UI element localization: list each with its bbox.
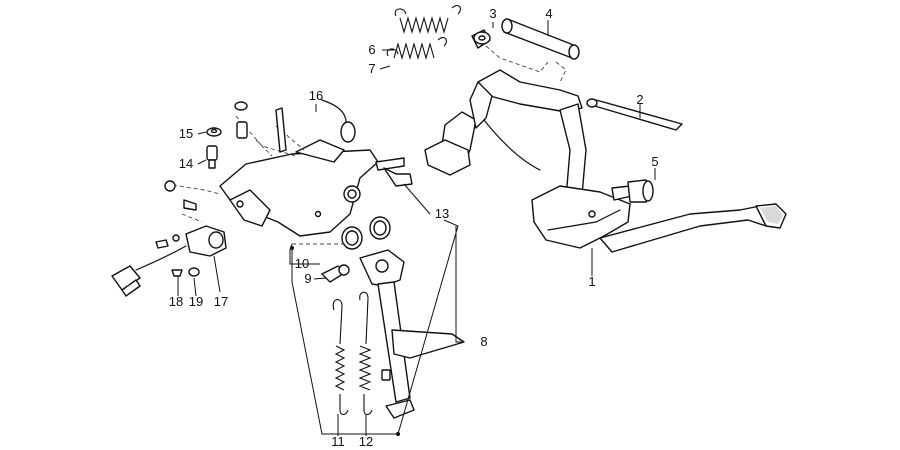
mounting-bracket (219, 139, 405, 237)
sidestand-switch (111, 225, 227, 297)
leader-lines (177, 20, 656, 436)
spacer-tube (501, 18, 580, 60)
callout-7: 7 (368, 61, 375, 76)
spring-lower (386, 37, 447, 61)
side-stand (359, 167, 465, 419)
spring-11 (332, 299, 349, 416)
pivot-pin-9 (321, 264, 350, 283)
washer-15 (206, 101, 248, 137)
callout-4: 4 (545, 6, 552, 21)
callout-1: 1 (588, 274, 595, 289)
callout-10: 10 (295, 256, 309, 271)
callout-14: 14 (179, 156, 193, 171)
bolt-14 (206, 121, 248, 169)
callout-labels: 1 2 3 4 5 6 7 8 9 10 11 12 13 14 15 16 1… (169, 6, 659, 449)
o-rings (341, 216, 391, 250)
cable-pin-16 (275, 99, 356, 153)
nut-and-bolt-left (155, 180, 197, 249)
callout-13: 13 (435, 206, 449, 221)
bushing (471, 29, 491, 49)
callout-3: 3 (489, 6, 496, 21)
screw-18-washer-19 (171, 267, 200, 277)
callout-11: 11 (331, 434, 345, 449)
callout-18: 18 (169, 294, 183, 309)
callout-6: 6 (368, 42, 375, 57)
callout-8: 8 (480, 334, 487, 349)
callout-2: 2 (636, 92, 643, 107)
pivot-bolt (586, 98, 683, 131)
callout-9: 9 (304, 271, 311, 286)
center-stand (424, 69, 787, 253)
callout-5: 5 (651, 154, 658, 169)
callout-15: 15 (179, 126, 193, 141)
callout-12: 12 (359, 434, 373, 449)
callout-16: 16 (309, 88, 323, 103)
spring-upper (394, 5, 461, 35)
callout-19: 19 (189, 294, 203, 309)
rubber-stop (611, 179, 654, 203)
spring-12 (358, 291, 373, 416)
callout-17: 17 (214, 294, 228, 309)
